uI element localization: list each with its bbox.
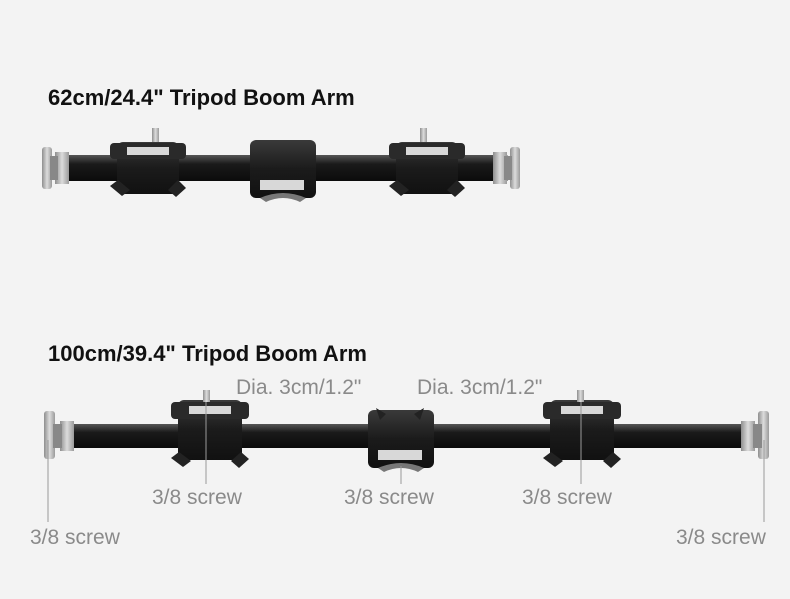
large-right-end-cap — [741, 411, 769, 459]
screw-label-center-clamp: 3/8 screw — [344, 486, 434, 509]
diameter-label-right: Dia. 3cm/1.2" — [417, 376, 543, 399]
screw-label-right-clamp: 3/8 screw — [522, 486, 612, 509]
large-left-end-cap — [44, 411, 74, 459]
large-clamp-center — [368, 408, 434, 472]
large-boom-arm — [44, 390, 769, 522]
screw-label-left-end: 3/8 screw — [30, 526, 120, 549]
diameter-label-left: Dia. 3cm/1.2" — [236, 376, 362, 399]
large-clamp-left — [171, 390, 249, 468]
large-clamp-right — [543, 390, 621, 468]
small-right-end-cap — [493, 147, 520, 189]
screw-label-left-clamp: 3/8 screw — [152, 486, 242, 509]
leader-lines — [47, 402, 765, 522]
small-left-end-cap — [42, 147, 69, 189]
small-boom-arm — [42, 128, 520, 202]
small-boom-title: 62cm/24.4" Tripod Boom Arm — [48, 85, 355, 110]
small-clamp-left — [110, 128, 186, 197]
screw-label-right-end: 3/8 screw — [676, 526, 766, 549]
small-clamp-center — [250, 140, 316, 202]
small-clamp-right — [389, 128, 465, 197]
large-boom-title: 100cm/39.4" Tripod Boom Arm — [48, 341, 367, 366]
